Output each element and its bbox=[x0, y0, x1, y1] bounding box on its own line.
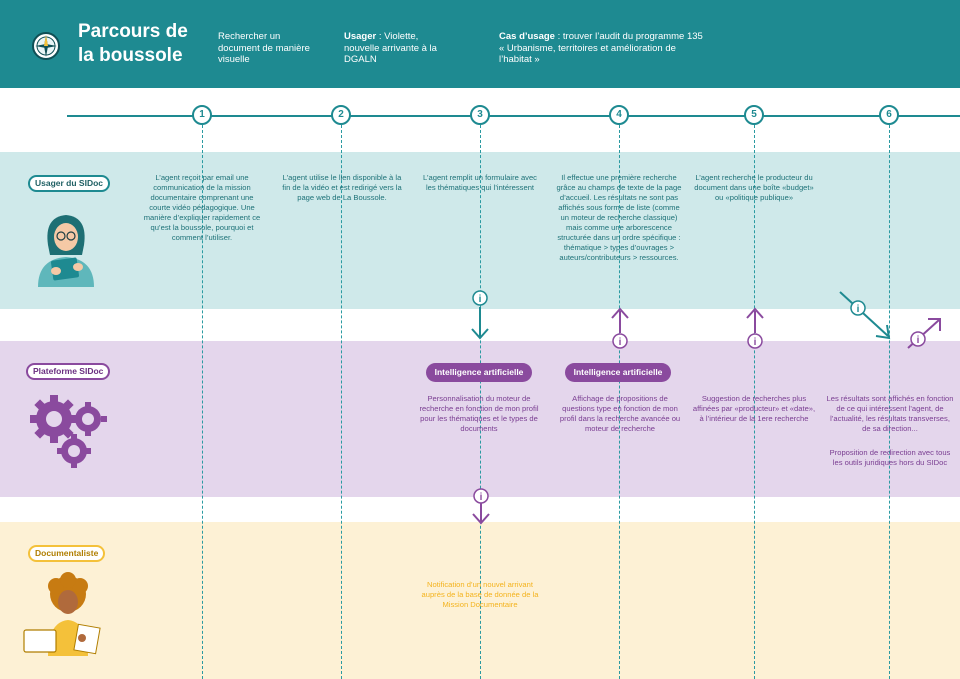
documentalist-woman-illustration bbox=[23, 572, 101, 656]
arrow-down-platform-to-doc: i bbox=[472, 488, 490, 525]
header-usecase-value: : trouver l’audit du programme 135 « Urb… bbox=[499, 31, 703, 65]
user-step-5-text: L’agent recherche le producteur du docum… bbox=[694, 173, 814, 202]
compass-icon bbox=[32, 32, 60, 60]
step-guide-1 bbox=[202, 125, 203, 679]
step-marker-5: 5 bbox=[744, 105, 764, 125]
user-step-1-text: L’agent reçoit par email une communicati… bbox=[143, 173, 261, 242]
step-guide-5 bbox=[754, 125, 755, 679]
user-step-3-text: L’agent remplit un formulaire avec les t… bbox=[423, 173, 537, 192]
step-guide-6 bbox=[889, 125, 890, 679]
step-guide-3 bbox=[480, 125, 481, 679]
arrow-up-step4: i bbox=[611, 307, 629, 349]
step-marker-2: 2 bbox=[331, 105, 351, 125]
documentalist-step-3-text: Notification d’un nouvel arrivant auprès… bbox=[421, 580, 539, 609]
step-marker-3: 3 bbox=[470, 105, 490, 125]
info-glyph: i bbox=[754, 337, 757, 348]
step-marker-1: 1 bbox=[192, 105, 212, 125]
gears-icon bbox=[30, 395, 107, 468]
step-marker-6: 6 bbox=[879, 105, 899, 125]
header-subtitle: Rechercher un document de manière visuel… bbox=[218, 31, 310, 65]
platform-step-6-text: Les résultats sont affichés en fonction … bbox=[826, 394, 954, 433]
platform-step-3-text: Personnalisation du moteur de recherche … bbox=[419, 394, 539, 433]
info-glyph: i bbox=[480, 492, 483, 503]
info-glyph: i bbox=[619, 337, 622, 348]
platform-step-6-redirect-text: Proposition de redirection avec tous les… bbox=[829, 448, 951, 467]
arrow-down-step3: i bbox=[471, 290, 489, 340]
step-marker-4: 4 bbox=[609, 105, 629, 125]
lane-label-user: Usager du SIDoc bbox=[28, 175, 111, 192]
step-guide-2 bbox=[341, 125, 342, 679]
arrow-up-step5: i bbox=[746, 307, 764, 349]
info-glyph: i bbox=[479, 294, 482, 305]
user-woman-illustration bbox=[38, 215, 94, 287]
header-user: Usager : Violette, nouvelle arrivante à … bbox=[344, 31, 449, 66]
page-title: Parcours de la boussole bbox=[78, 21, 188, 66]
timeline-line bbox=[67, 115, 960, 117]
info-glyph: i bbox=[857, 304, 860, 315]
step-guide-4 bbox=[619, 125, 620, 679]
arrows-diagonal-step6: i i bbox=[839, 291, 941, 349]
header-usecase-label: Cas d’usage bbox=[499, 31, 555, 42]
user-step-4-text: Il effectue une première recherche grâce… bbox=[556, 173, 682, 262]
lane-label-platform: Plateforme SIDoc bbox=[26, 363, 111, 380]
header-user-value: : Violette, nouvelle arrivante à la DGAL… bbox=[344, 31, 437, 65]
lane-label-documentalist: Documentaliste bbox=[28, 545, 106, 562]
platform-step-5-text: Suggestion de recherches plus affinées p… bbox=[692, 394, 816, 423]
header-usecase: Cas d’usage : trouver l’audit du program… bbox=[499, 31, 704, 66]
ai-badge-step4: Intelligence artificielle bbox=[565, 363, 671, 382]
header-user-label: Usager bbox=[344, 31, 377, 42]
header-banner: Parcours de la boussole Rechercher un do… bbox=[0, 0, 960, 88]
info-glyph: i bbox=[917, 335, 920, 346]
user-step-2-text: L’agent utilise le lien disponible à la … bbox=[282, 173, 402, 202]
platform-step-4-text: Affichage de propositions de questions t… bbox=[559, 394, 681, 433]
ai-badge-step3: Intelligence artificielle bbox=[426, 363, 532, 382]
